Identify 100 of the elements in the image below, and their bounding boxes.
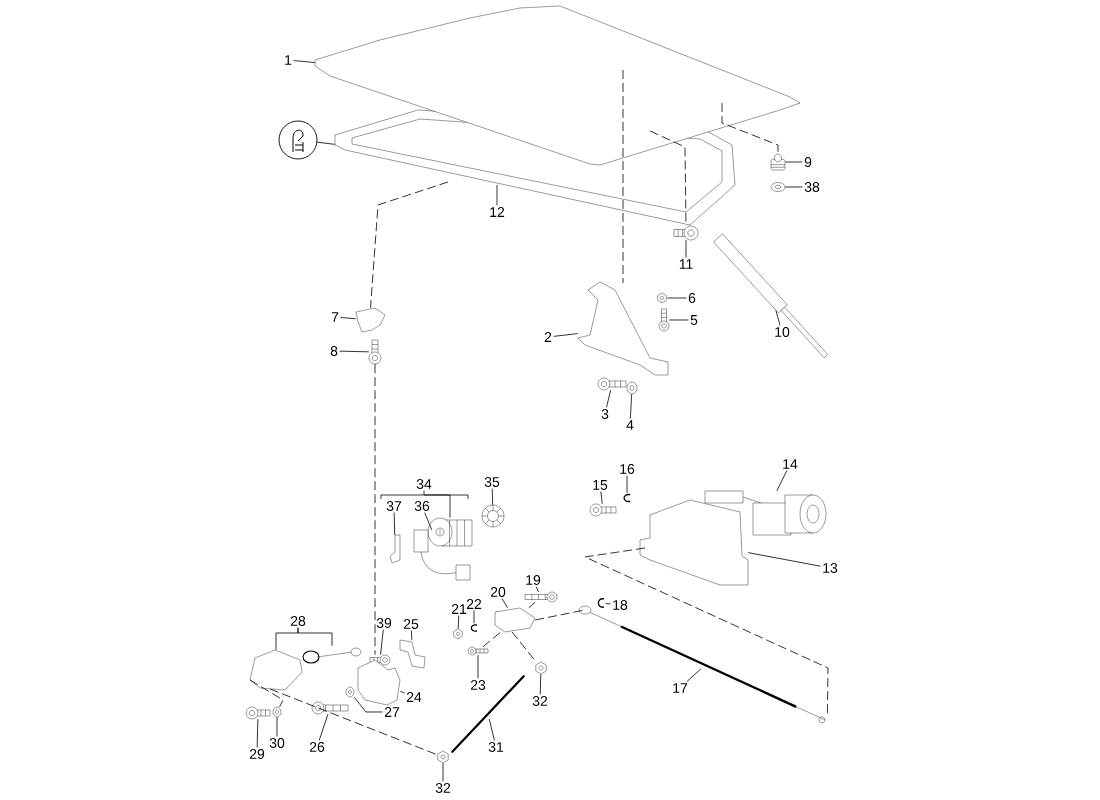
callout-number: 38 xyxy=(804,182,820,192)
leader-line xyxy=(399,690,405,694)
callout-number: 21 xyxy=(451,604,467,614)
callout-number: 12 xyxy=(490,207,505,217)
callout-number: 29 xyxy=(249,749,265,759)
callout-number: 32 xyxy=(435,783,451,793)
leader-line xyxy=(528,601,536,609)
callout-number: 20 xyxy=(490,587,506,597)
washer-drawing xyxy=(626,381,638,395)
bolt-drawing xyxy=(311,701,349,715)
leader-line xyxy=(457,615,460,630)
callout-number: 26 xyxy=(309,742,325,752)
mounting-plate-drawing xyxy=(639,499,749,586)
lid-panel-drawing xyxy=(314,5,801,166)
leader-line xyxy=(784,161,803,163)
leader-line xyxy=(606,389,611,408)
ring-drawing xyxy=(481,504,505,528)
leader-line xyxy=(784,186,803,188)
callout-number: 16 xyxy=(620,464,635,474)
clip-drawing xyxy=(470,624,478,632)
leader-line xyxy=(668,319,689,321)
leader-line xyxy=(269,688,438,755)
washer-drawing xyxy=(770,182,786,192)
leader-line xyxy=(776,470,788,492)
bolt-drawing xyxy=(658,308,670,332)
leader-line xyxy=(423,490,451,519)
leader-line xyxy=(442,762,444,782)
callout-number: 14 xyxy=(783,459,798,469)
leader-line xyxy=(535,586,539,593)
bolt-drawing xyxy=(589,503,617,517)
callout-number: 1 xyxy=(285,55,292,65)
callout-number: 5 xyxy=(690,315,698,325)
switch-drawing xyxy=(413,529,471,581)
seal-profile-inset xyxy=(278,120,318,160)
bolt-drawing xyxy=(524,591,558,603)
callout-number: 27 xyxy=(384,707,400,717)
callout-number: 28 xyxy=(290,616,306,626)
leader-line xyxy=(380,629,384,656)
callout-number: 11 xyxy=(679,259,693,269)
washer-drawing xyxy=(345,686,355,698)
lock-cylinder-drawing xyxy=(427,517,473,547)
callout-number: 30 xyxy=(269,738,285,748)
leader-line xyxy=(370,181,449,309)
leader-line xyxy=(721,102,779,155)
leader-line xyxy=(501,598,508,609)
leader-line xyxy=(629,393,633,419)
callout-number: 7 xyxy=(331,312,339,322)
latch-drawing xyxy=(357,659,401,706)
leader-line xyxy=(410,630,413,641)
callout-number: 25 xyxy=(403,619,419,629)
leader-line xyxy=(249,679,284,708)
leader-line xyxy=(393,512,396,536)
callout-number: 13 xyxy=(823,563,838,573)
callout-number: 32 xyxy=(532,696,548,706)
leader-line xyxy=(488,718,495,741)
leader-line xyxy=(477,654,479,679)
leader-line xyxy=(496,184,498,206)
callout-number: 36 xyxy=(414,501,430,511)
callout-number: 3 xyxy=(601,409,609,419)
leader-line xyxy=(339,350,370,353)
leader-line xyxy=(340,317,357,320)
leader-line xyxy=(293,60,316,63)
callout-number: 18 xyxy=(613,600,628,610)
bracket-drawing xyxy=(249,649,303,691)
nut-drawing xyxy=(657,292,667,304)
leader-line xyxy=(626,475,628,494)
bracket-drawing xyxy=(494,607,536,633)
bolt-drawing xyxy=(597,377,627,391)
cable-end-drawing xyxy=(535,661,547,675)
leader-line xyxy=(297,627,333,647)
leader-line xyxy=(622,69,624,284)
leader-line xyxy=(685,239,687,258)
leader-line xyxy=(276,716,278,737)
clip-drawing xyxy=(597,598,605,608)
leader-line xyxy=(318,713,329,741)
callout-number: 15 xyxy=(593,480,608,490)
leader-line xyxy=(666,297,687,299)
clip-drawing xyxy=(623,493,631,503)
leader-line xyxy=(553,333,579,337)
leader-line xyxy=(316,141,336,145)
rod-drawing xyxy=(451,675,525,753)
nut-drawing xyxy=(453,628,463,640)
callout-number: 9 xyxy=(804,157,812,167)
callout-number: 8 xyxy=(330,346,338,356)
spring-clip-drawing xyxy=(389,534,401,564)
bracket-drawing xyxy=(399,639,426,669)
leader-line xyxy=(649,130,687,227)
bolt-drawing xyxy=(245,706,271,720)
leader-line xyxy=(491,488,494,506)
gas-strut-drawing xyxy=(713,233,828,358)
bolt-drawing xyxy=(673,225,699,241)
bracket-drawing xyxy=(355,307,386,333)
callout-number: 37 xyxy=(386,501,402,511)
callout-number: 35 xyxy=(484,477,500,487)
callout-number: 34 xyxy=(416,479,432,489)
callout-number: 4 xyxy=(626,420,634,430)
leader-line xyxy=(256,718,259,748)
leader-line xyxy=(424,512,433,531)
callout-number: 19 xyxy=(526,575,541,585)
callout-number: 39 xyxy=(376,618,392,628)
